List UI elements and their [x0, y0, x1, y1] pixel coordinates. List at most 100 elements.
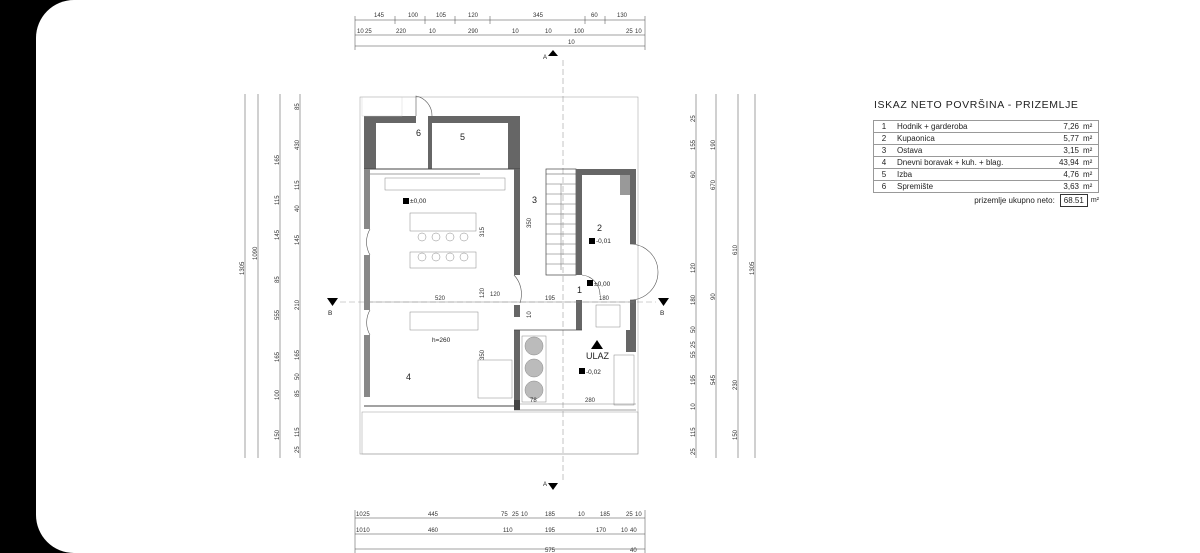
- dim-label: 110: [503, 528, 513, 534]
- room-number: 1: [873, 120, 894, 133]
- walls: [359, 96, 639, 455]
- area-unit: m²: [1082, 156, 1099, 169]
- floor-plan: 145 100 105 120 345 60 130 10 25 220 10 …: [240, 13, 756, 553]
- dim-label: 10: [691, 403, 697, 410]
- dim-label: 120: [490, 292, 501, 298]
- dim-label: 78: [530, 398, 537, 404]
- dim-label: 195: [545, 528, 556, 534]
- dim-label: 25: [691, 115, 697, 122]
- dim-label: 10: [635, 29, 642, 35]
- dim-label: 115: [295, 180, 301, 190]
- dim-label: 150: [733, 429, 739, 440]
- dim-label: 165: [295, 349, 301, 360]
- dim-label: 25: [691, 448, 697, 455]
- table-row: 4 Dnevni boravak + kuh. + blag. 43,94 m²: [873, 156, 1099, 169]
- dim-label: 10: [621, 528, 628, 534]
- dim-label: 105: [436, 13, 447, 19]
- room-name: Ostava: [894, 144, 1042, 157]
- area-unit: m²: [1082, 120, 1099, 133]
- dim-label: 25: [626, 29, 633, 35]
- dim-label: 350: [480, 349, 486, 360]
- top-dimension-labels: 145 100 105 120 345 60 130 10 25 220 10 …: [357, 13, 642, 46]
- dim-label: 460: [428, 528, 439, 534]
- dim-label: 120: [468, 13, 479, 19]
- dim-label: 100: [275, 389, 281, 400]
- room-number: 3: [873, 144, 894, 157]
- room-name: Izba: [894, 168, 1042, 181]
- total-value: 68.51: [1059, 194, 1088, 207]
- ceiling-height-note: h=260: [432, 337, 451, 344]
- room-area: 3,15: [1042, 144, 1082, 157]
- furniture: [384, 177, 635, 406]
- dim-label: 145: [295, 234, 301, 245]
- dim-label: 1090: [253, 246, 259, 260]
- dim-label: 165: [275, 154, 281, 165]
- dim-label: 130: [617, 13, 628, 19]
- room-area: 5,77: [1042, 132, 1082, 145]
- dim-label: 100: [408, 13, 419, 19]
- top-dimension-chain: [354, 16, 646, 50]
- dim-label: 185: [600, 512, 611, 518]
- dim-label: 25: [295, 446, 301, 453]
- room-number: 2: [873, 132, 894, 145]
- bottom-dimension-labels: 10 25 445 75 25 10 185 10 185 25 10 10 1…: [356, 512, 642, 553]
- room-number-3: 3: [532, 195, 537, 205]
- dim-label: 230: [733, 379, 739, 390]
- dim-label: 170: [596, 528, 607, 534]
- room-number: 5: [873, 168, 894, 181]
- stairs: [546, 183, 576, 270]
- dim-label: 90: [711, 293, 717, 300]
- total-row: prizemlje ukupno neto: 68.51 m²: [873, 194, 1099, 207]
- dim-label: 115: [691, 427, 697, 437]
- room-number-1: 1: [577, 285, 582, 295]
- dim-label: 575: [545, 548, 556, 553]
- dim-label: 85: [295, 103, 301, 110]
- dim-label: 10: [545, 29, 552, 35]
- dim-label: 25: [363, 512, 370, 518]
- entrance-label: ULAZ: [586, 351, 610, 361]
- dim-label: 430: [295, 139, 301, 150]
- doors: [366, 95, 659, 336]
- dim-label: 190: [711, 139, 717, 150]
- dim-label: 10: [635, 512, 642, 518]
- dim-label: 210: [295, 299, 301, 310]
- dim-label: 25: [626, 512, 633, 518]
- left-dimension-labels: 1305 1090 165 115 145 85 555 165 100 150…: [240, 103, 301, 453]
- dim-label: 40: [295, 205, 301, 212]
- dim-label: 180: [599, 296, 610, 302]
- dim-label: 165: [275, 351, 281, 362]
- total-label: prizemlje ukupno neto:: [974, 196, 1055, 205]
- dim-label: 55: [691, 351, 697, 358]
- section-marker-a-top: A: [543, 50, 564, 480]
- dim-label: 150: [275, 429, 281, 440]
- room-number: 4: [873, 156, 894, 169]
- room-area: 4,76: [1042, 168, 1082, 181]
- dim-label: 195: [545, 296, 556, 302]
- dim-label: 50: [691, 326, 697, 333]
- dim-label: 10: [512, 29, 519, 35]
- section-label: A: [543, 482, 547, 488]
- area-legend: ISKAZ NETO POVRŠINA - PRIZEMLJE 1 Hodnik…: [873, 99, 1099, 207]
- level-label: -0,02: [586, 369, 601, 376]
- dim-label: 220: [396, 29, 407, 35]
- dim-label: 145: [374, 13, 385, 19]
- room-area-table: 1 Hodnik + garderoba 7,26 m² 2 Kupaonica…: [873, 120, 1099, 193]
- dim-label: 520: [435, 296, 446, 302]
- total-unit: m²: [1090, 197, 1099, 204]
- drawing-sheet: 145 100 105 120 345 60 130 10 25 220 10 …: [36, 0, 1200, 553]
- dim-label: 50: [295, 373, 301, 380]
- level-label: ±0,00: [594, 281, 611, 288]
- room-area: 7,26: [1042, 120, 1082, 133]
- dim-label: 10: [578, 512, 585, 518]
- inner-dimension-labels: 520 120 195 180 78 280 315 350 120 350 1…: [435, 217, 610, 404]
- legend-title: ISKAZ NETO POVRŠINA - PRIZEMLJE: [874, 99, 1079, 111]
- dim-label: 115: [275, 195, 281, 205]
- dim-label: 115: [295, 427, 301, 437]
- section-marker-a-bottom: A: [543, 482, 558, 490]
- section-marker-b-left: B: [327, 298, 338, 317]
- dim-label: 85: [275, 276, 281, 283]
- dim-label: 10: [429, 29, 436, 35]
- dim-label: 545: [711, 374, 717, 385]
- room-number-6: 6: [416, 128, 421, 138]
- level-label: -0,01: [596, 238, 611, 245]
